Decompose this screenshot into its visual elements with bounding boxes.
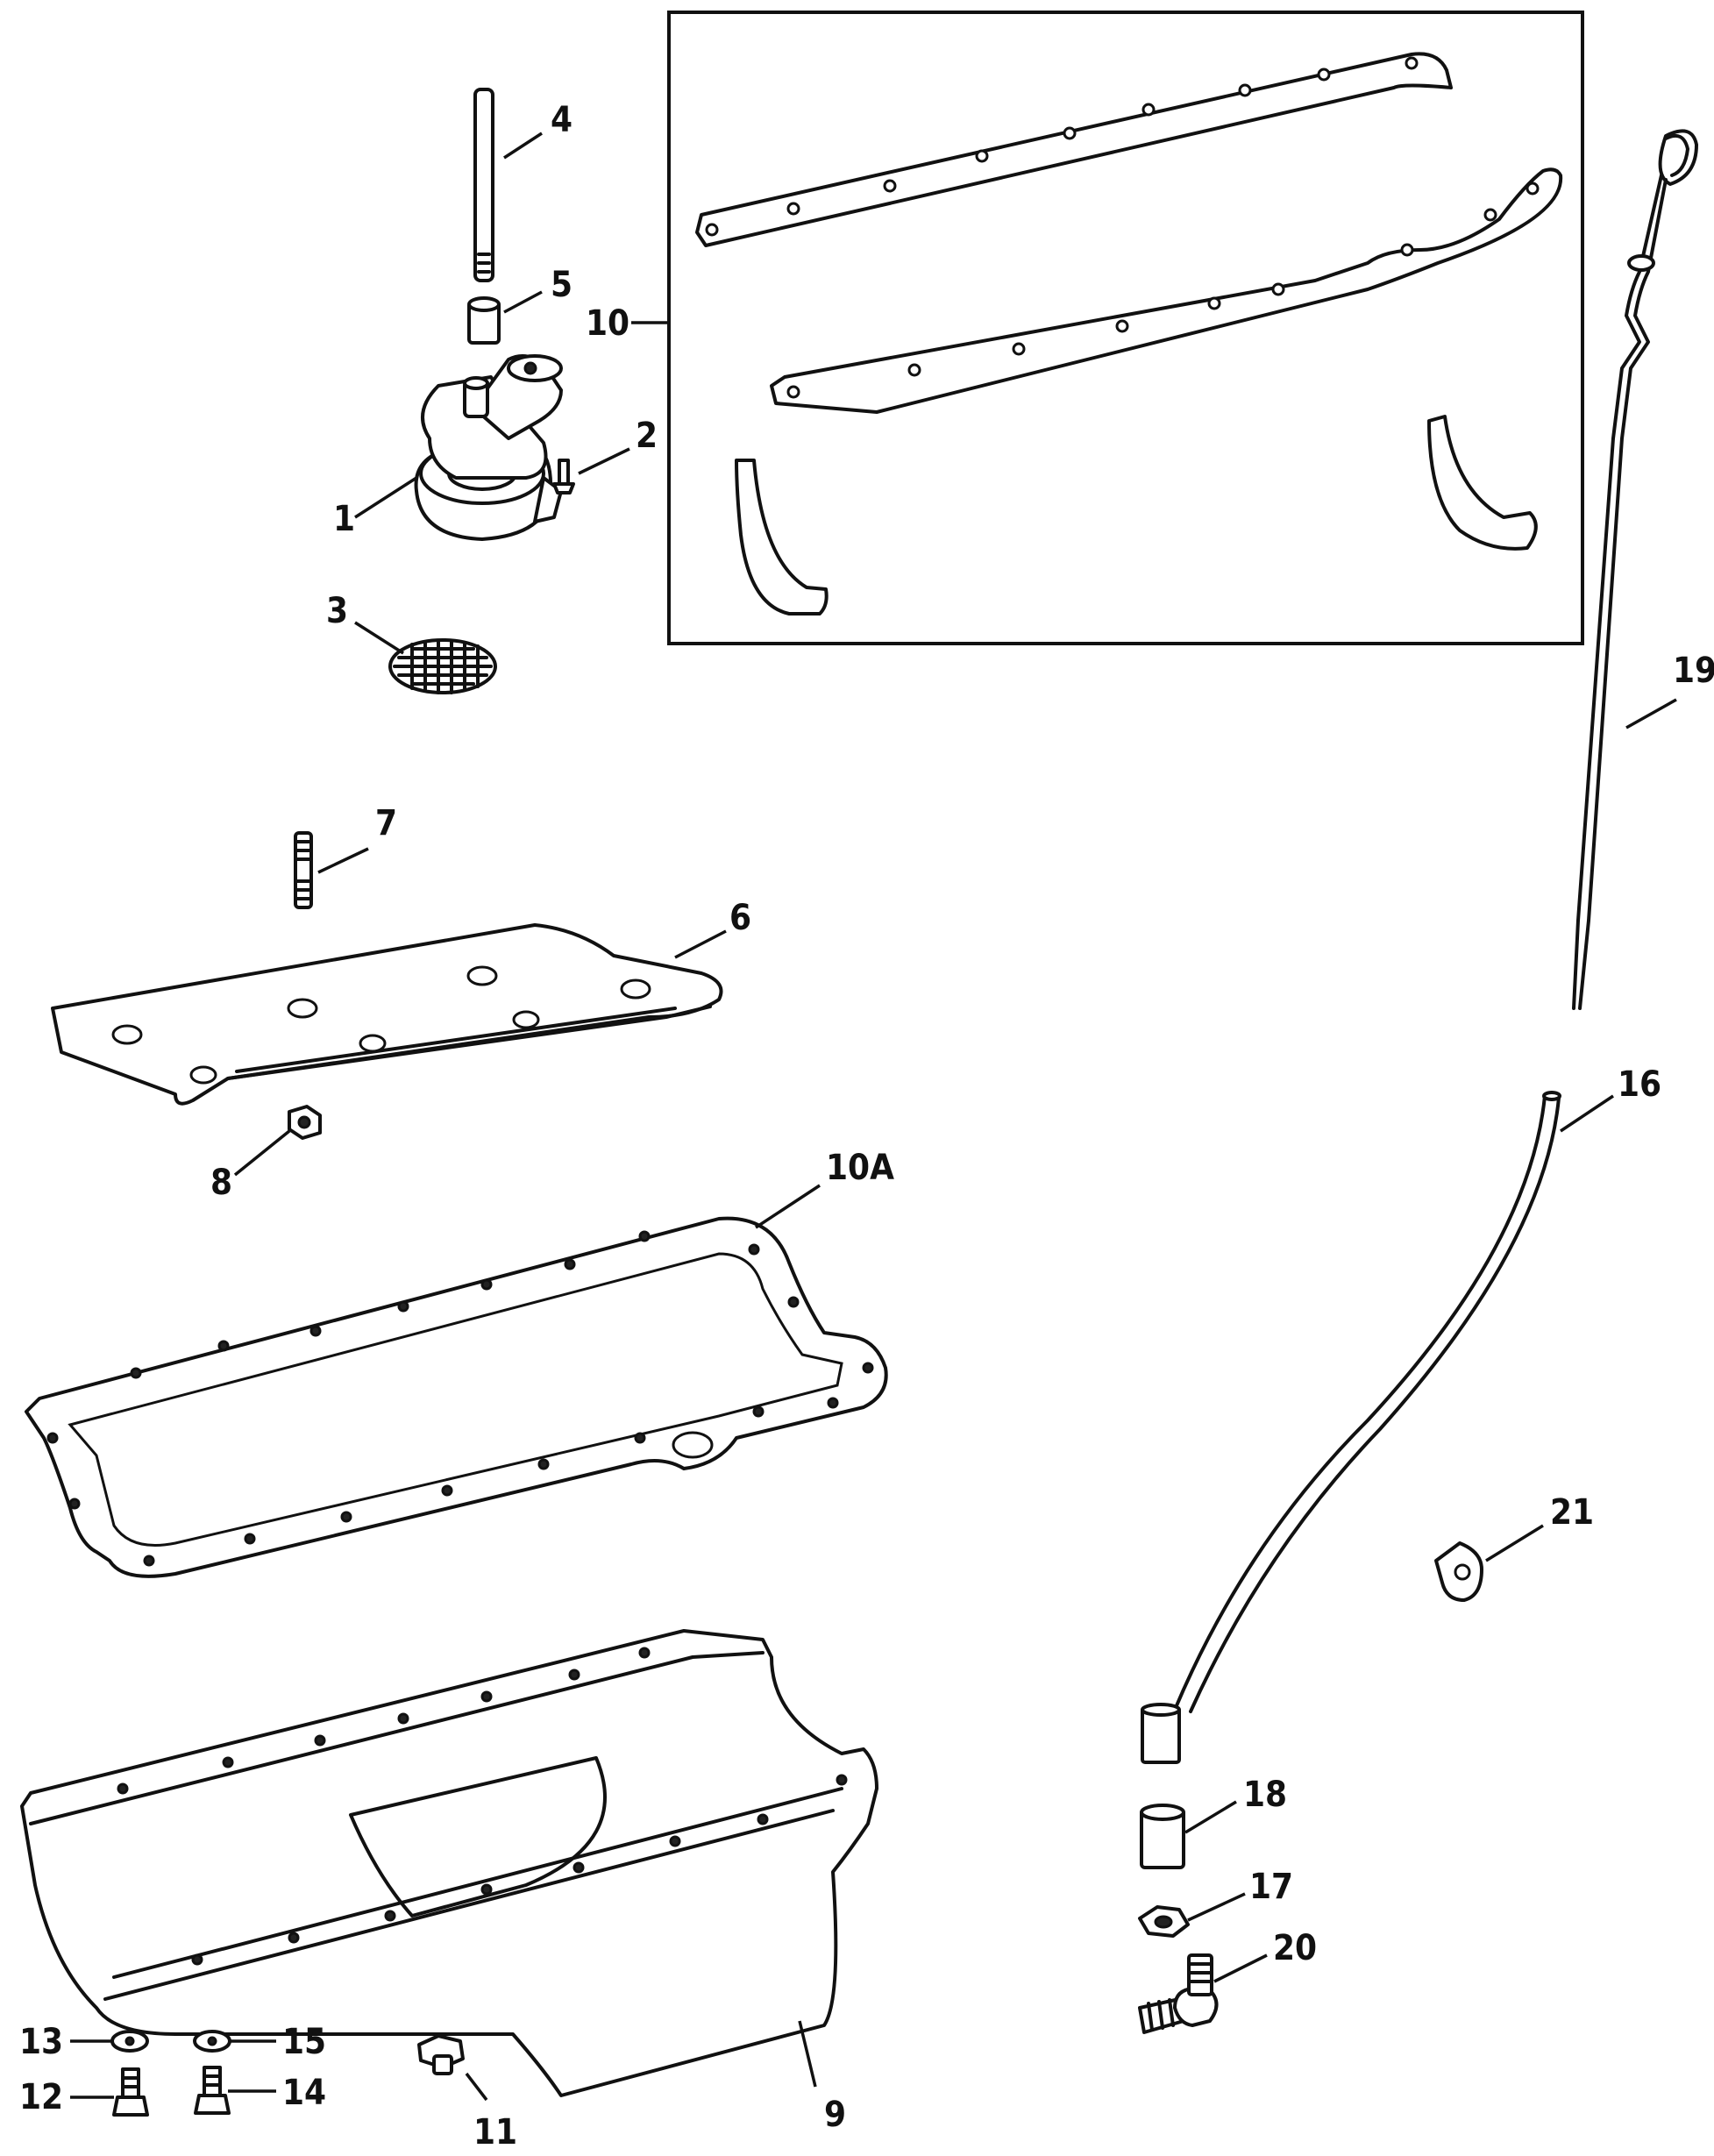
tube-clamp bbox=[1434, 1541, 1483, 1602]
washer-15-hole bbox=[207, 2036, 217, 2046]
leader-18 bbox=[1184, 1800, 1237, 1834]
elbow-fitting bbox=[1138, 1953, 1219, 2034]
callout-19: 19 bbox=[1673, 651, 1714, 691]
callout-7: 7 bbox=[375, 803, 397, 843]
baffle-nut bbox=[288, 1105, 322, 1140]
oil-pan bbox=[20, 1629, 878, 2097]
leader-2 bbox=[578, 447, 630, 475]
callout-20: 20 bbox=[1273, 1928, 1317, 1968]
leader-21 bbox=[1485, 1524, 1544, 1562]
callout-18: 18 bbox=[1243, 1775, 1287, 1815]
leader-17 bbox=[1187, 1892, 1246, 1922]
callout-17: 17 bbox=[1249, 1867, 1293, 1907]
gasket-kit-box bbox=[667, 11, 1584, 645]
callout-3: 3 bbox=[326, 591, 348, 631]
leader-4 bbox=[503, 132, 543, 160]
callout-6: 6 bbox=[729, 898, 751, 938]
callout-13: 13 bbox=[19, 2022, 63, 2062]
leader-7 bbox=[317, 847, 369, 874]
oil-pump bbox=[414, 354, 563, 541]
callout-11: 11 bbox=[473, 2112, 517, 2152]
callout-1: 1 bbox=[333, 499, 355, 539]
drain-plug bbox=[417, 2034, 465, 2075]
tube-sleeve bbox=[1140, 1804, 1185, 1869]
leader-6 bbox=[674, 929, 727, 959]
leader-5 bbox=[503, 290, 543, 314]
front-timing-seal bbox=[1427, 415, 1538, 551]
dipstick-tube bbox=[1141, 1091, 1561, 1764]
leader-16 bbox=[1560, 1094, 1614, 1133]
callout-21: 21 bbox=[1550, 1492, 1594, 1533]
callout-9: 9 bbox=[824, 2095, 846, 2135]
callout-8: 8 bbox=[210, 1163, 232, 1203]
callout-10: 10 bbox=[586, 303, 629, 344]
pump-screen bbox=[388, 638, 497, 694]
leader-9 bbox=[798, 2020, 817, 2088]
pump-sleeve bbox=[467, 296, 501, 345]
leader-20 bbox=[1213, 1953, 1268, 1983]
pump-screw bbox=[552, 459, 575, 495]
side-gasket-bottom bbox=[770, 167, 1563, 414]
one-piece-gasket bbox=[25, 1216, 888, 1578]
dipstick bbox=[1572, 129, 1698, 1010]
leader-11 bbox=[465, 2072, 488, 2102]
washer-13-hole bbox=[124, 2036, 135, 2046]
callout-5: 5 bbox=[551, 265, 573, 305]
side-gasket-top bbox=[695, 52, 1453, 247]
callout-15: 15 bbox=[282, 2022, 326, 2062]
leader-3 bbox=[354, 621, 404, 655]
baffle-stud bbox=[294, 831, 313, 909]
windage-baffle bbox=[51, 923, 723, 1106]
drive-shaft bbox=[473, 88, 494, 282]
leader-1 bbox=[354, 476, 417, 519]
callout-16: 16 bbox=[1618, 1064, 1661, 1105]
callout-10A: 10A bbox=[826, 1148, 894, 1188]
leader-8 bbox=[233, 1129, 291, 1177]
bolt-12 bbox=[112, 2067, 149, 2117]
leader-10A bbox=[755, 1184, 821, 1229]
callout-2: 2 bbox=[636, 416, 658, 456]
leader-19 bbox=[1625, 698, 1677, 729]
tube-nut bbox=[1138, 1905, 1190, 1938]
callout-4: 4 bbox=[551, 100, 573, 140]
callout-12: 12 bbox=[19, 2077, 63, 2117]
callout-14: 14 bbox=[282, 2073, 326, 2113]
bolt-14 bbox=[194, 2066, 231, 2115]
rear-main-seal bbox=[735, 459, 829, 615]
